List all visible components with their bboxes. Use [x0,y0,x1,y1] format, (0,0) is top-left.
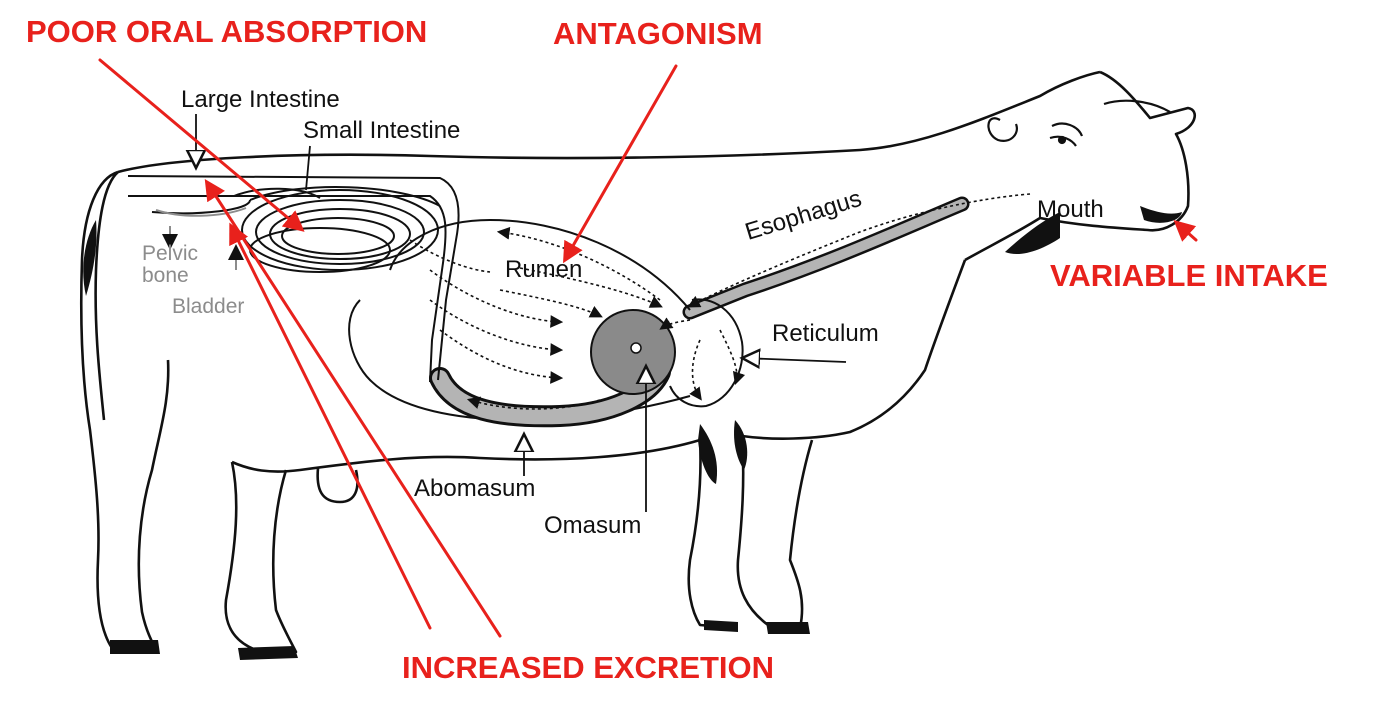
increased-excretion-label: INCREASED EXCRETION [402,650,775,685]
small-intestine-coils [233,186,441,273]
abomasum-label: Abomasum [414,475,536,502]
reticulum-outline [669,298,744,408]
variable-intake-label: VARIABLE INTAKE [1050,258,1328,293]
poor-oral-absorption-label: POOR ORAL ABSORPTION [26,14,428,49]
annotation-lines [98,58,1198,638]
small-intestine-label: Small Intestine [303,117,461,144]
pelvic-bone-label-line2: bone [142,264,189,287]
rumen-flow-arrows [409,193,1031,401]
pelvic-region [155,207,247,270]
bladder-label: Bladder [172,295,245,318]
cow-outline [79,70,1197,654]
rumen-label: Rumen [505,256,583,283]
pelvic-bone-label-line1: Pelvic [142,242,199,265]
head-details [987,99,1171,147]
pelvic-bone-label: Pelvic bone [142,243,198,287]
large-intestine-label: Large Intestine [181,86,340,113]
reticulum-label: Reticulum [772,320,879,347]
antagonism-label: ANTAGONISM [553,16,763,51]
mouth-label: Mouth [1037,196,1104,223]
omasum-label: Omasum [544,512,642,539]
hide-spots [83,206,1182,660]
organ-pointers [196,114,847,512]
